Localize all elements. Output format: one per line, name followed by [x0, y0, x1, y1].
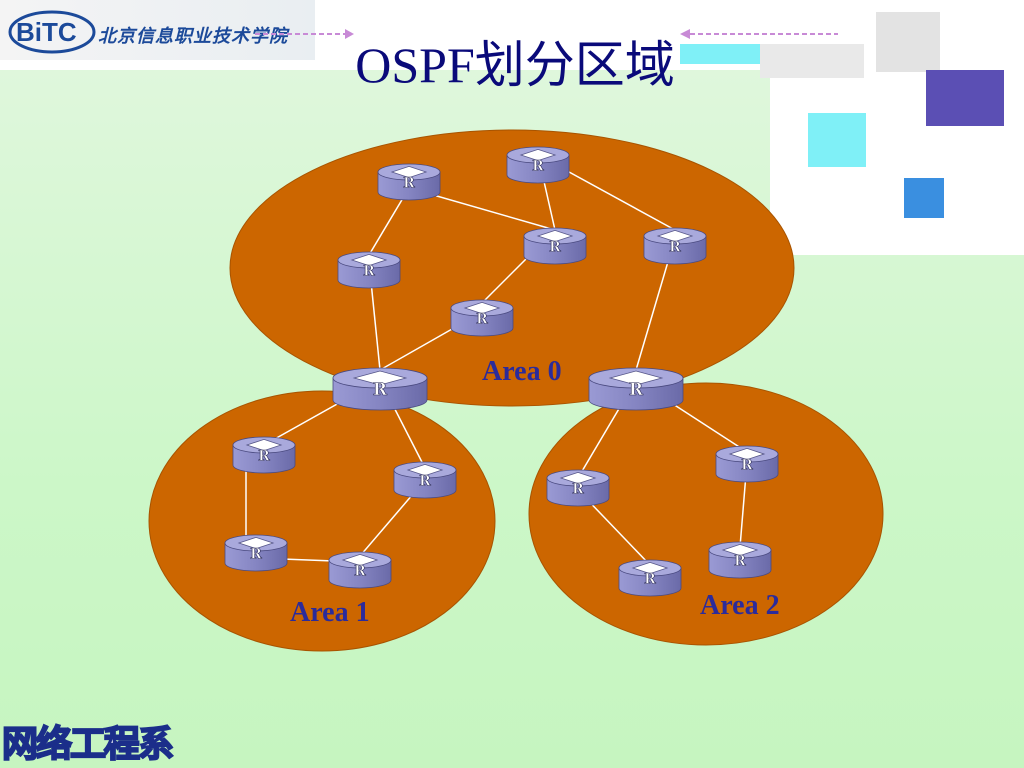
router-label: R [250, 547, 262, 563]
router-label: R [532, 159, 544, 175]
router-label: R [734, 554, 746, 570]
router-icon: R [715, 445, 779, 483]
area-0-region [229, 129, 795, 407]
decor-bar-cyan [680, 44, 760, 64]
router-label: R [419, 474, 431, 490]
router-icon: R [393, 461, 457, 499]
decor-square-gray [876, 12, 940, 72]
router-label: R [403, 176, 415, 192]
router-label: R [363, 264, 375, 280]
router-icon: R [377, 163, 441, 201]
decor-dashed-arrows [255, 29, 838, 39]
decor-square-blue [904, 178, 944, 218]
logo-text: BiTC [16, 17, 77, 47]
router-label: R [549, 240, 561, 256]
router-label: R [476, 312, 488, 328]
area-2-region [528, 382, 884, 646]
router-label: R [741, 458, 753, 474]
router-label: R [644, 572, 656, 588]
router-label: R [258, 449, 270, 465]
router-icon: R [643, 227, 707, 265]
router-icon: R [224, 534, 288, 572]
area-2-label: Area 2 [700, 590, 780, 621]
header-band [0, 0, 315, 60]
routers: R R R R R R R R R R R R R R R R [224, 146, 779, 597]
router-icon: R [546, 469, 610, 507]
router-icon: R [337, 251, 401, 289]
router-label: R [629, 380, 644, 400]
bitc-logo: BiTC [8, 8, 98, 56]
router-icon: R [450, 299, 514, 337]
school-name: 北京信息职业技术学院 [98, 26, 288, 47]
router-icon: R [332, 367, 428, 411]
router-icon: R [506, 146, 570, 184]
area-1-label: Area 1 [290, 597, 370, 628]
router-icon: R [588, 367, 684, 411]
router-icon: R [232, 436, 296, 474]
decor-square-cyan [808, 113, 866, 167]
decor-bar-gray [760, 44, 864, 78]
area-0-label: Area 0 [482, 356, 562, 387]
department-footer: 网络工程系 [1, 723, 175, 766]
router-label: R [354, 564, 366, 580]
router-icon: R [328, 551, 392, 589]
decor-square-purple [926, 70, 1004, 126]
router-icon: R [708, 541, 772, 579]
slide-title: OSPF划分区域 [355, 37, 675, 93]
router-label: R [572, 482, 584, 498]
router-label: R [373, 380, 388, 400]
router-icon: R [523, 227, 587, 265]
router-icon: R [618, 559, 682, 597]
router-label: R [669, 240, 681, 256]
